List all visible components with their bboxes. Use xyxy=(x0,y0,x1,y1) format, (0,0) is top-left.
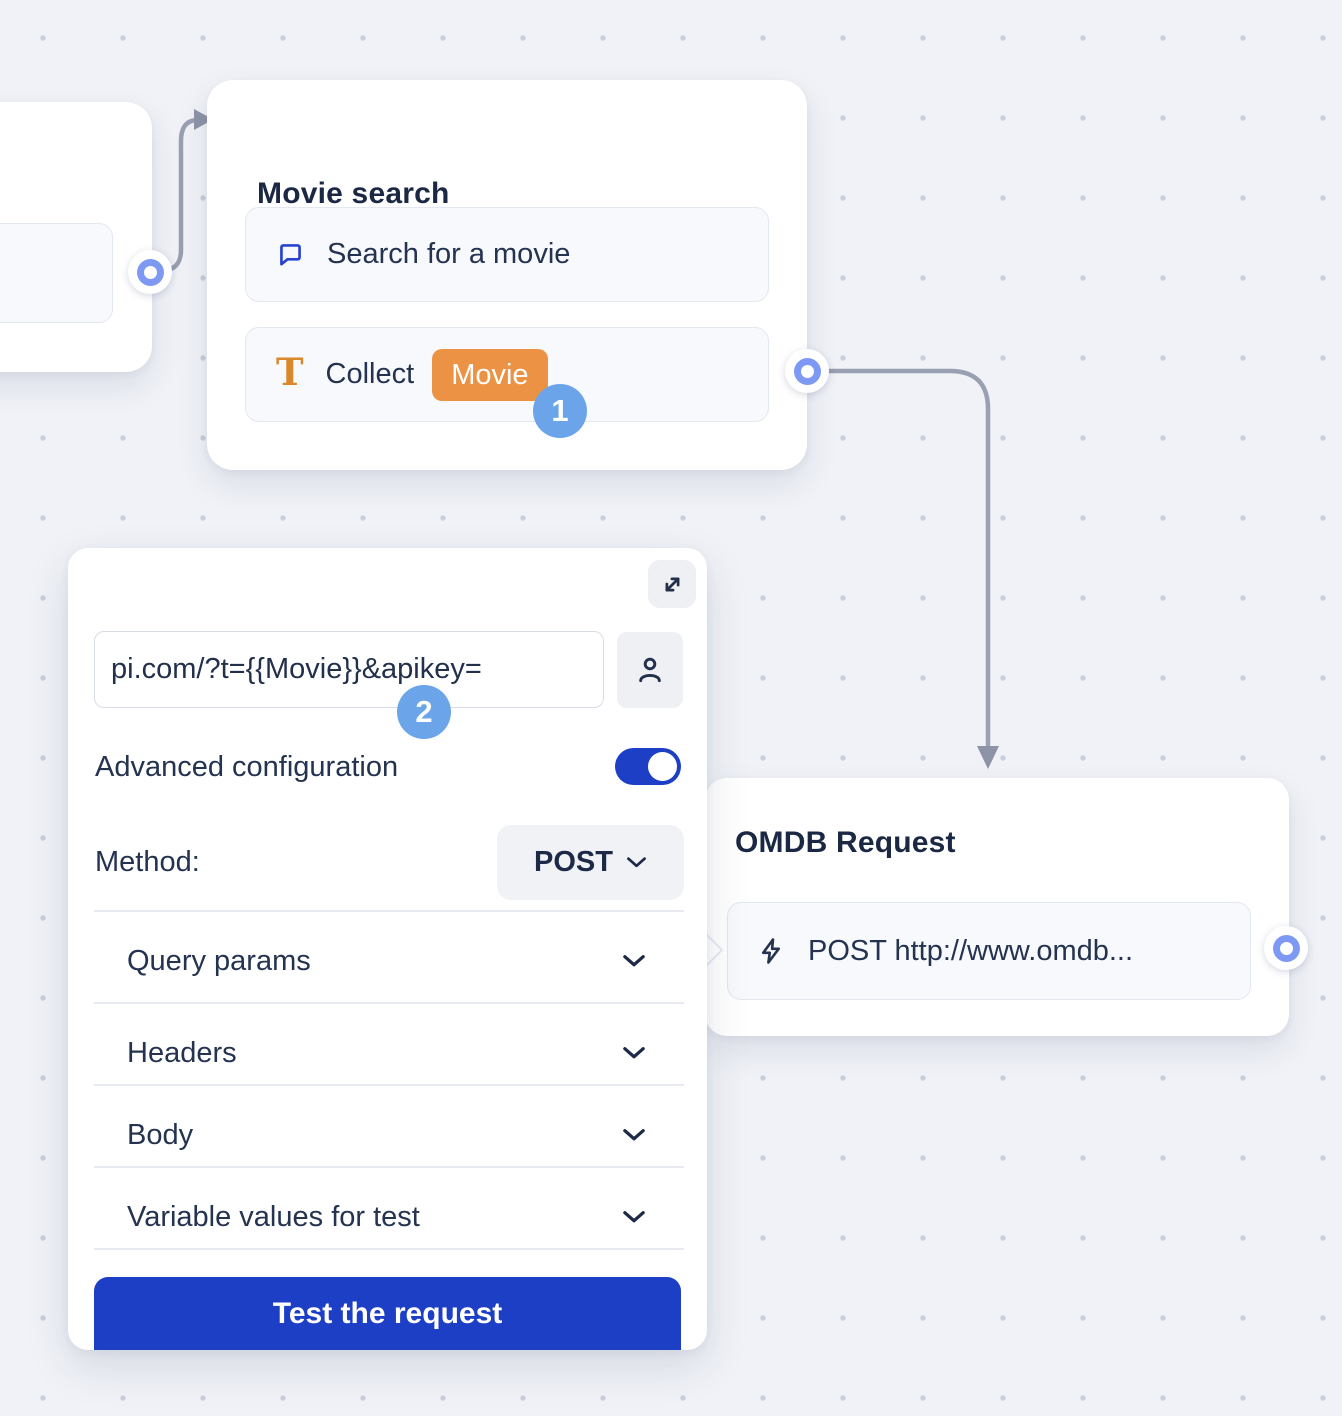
port-ring-icon xyxy=(136,258,164,286)
movie-search-output-port[interactable] xyxy=(785,349,829,393)
section-label: Variable values for test xyxy=(127,1200,420,1233)
movie-search-node[interactable]: Movie search Search for a movie T Collec… xyxy=(207,80,829,470)
chevron-down-icon xyxy=(623,955,645,967)
section-headers[interactable]: Headers xyxy=(94,1012,684,1094)
chevron-down-icon xyxy=(627,857,646,868)
section-label: Headers xyxy=(127,1036,237,1069)
omdb-node-title: OMDB Request xyxy=(735,826,956,859)
previous-node-step[interactable] xyxy=(0,223,113,323)
test-request-button[interactable]: Test the request xyxy=(94,1277,681,1350)
divider xyxy=(94,1248,684,1250)
movie-search-node-title: Movie search xyxy=(257,177,450,210)
person-icon xyxy=(639,657,661,683)
insert-variable-button[interactable] xyxy=(617,632,683,708)
arrowhead-right-icon xyxy=(194,109,213,130)
step-collect-movie[interactable]: T Collect Movie xyxy=(245,327,769,422)
lightning-icon xyxy=(761,938,781,964)
section-body[interactable]: Body xyxy=(94,1094,684,1176)
variable-badge-movie[interactable]: Movie xyxy=(432,348,548,401)
step-label: Collect xyxy=(325,358,415,390)
omdb-output-port[interactable] xyxy=(1264,926,1308,970)
port-ring-icon xyxy=(793,357,821,385)
step-search-for-movie[interactable]: Search for a movie xyxy=(245,207,769,302)
webhook-url-input[interactable] xyxy=(94,631,604,708)
tutorial-step-2-badge: 2 xyxy=(397,685,451,739)
section-label: Body xyxy=(127,1118,194,1151)
method-label: Method: xyxy=(95,846,200,878)
divider xyxy=(94,1002,684,1004)
chevron-down-icon xyxy=(623,1129,645,1141)
section-variable-values[interactable]: Variable values for test xyxy=(94,1176,684,1258)
chat-bubble-icon xyxy=(280,244,301,266)
step-label: POST http://www.omdb... xyxy=(808,934,1134,967)
expand-icon xyxy=(665,577,679,591)
toggle-knob xyxy=(648,752,677,781)
text-input-icon: T xyxy=(276,350,304,394)
method-select[interactable]: POST xyxy=(497,825,684,900)
omdb-input-anchor xyxy=(702,930,724,970)
divider xyxy=(94,1084,684,1086)
divider xyxy=(94,910,684,912)
webhook-config-panel: Advanced configuration Method: POST Quer… xyxy=(68,548,707,1350)
port-ring-icon xyxy=(1272,934,1300,962)
section-label: Query params xyxy=(127,944,311,977)
method-value: POST xyxy=(534,846,613,878)
advanced-configuration-toggle[interactable] xyxy=(615,748,681,785)
chevron-down-icon xyxy=(623,1047,645,1059)
omdb-request-node[interactable]: OMDB Request POST http://www.omdb... xyxy=(705,778,1308,1036)
previous-node-output-port[interactable] xyxy=(128,250,172,294)
tutorial-step-1-badge: 1 xyxy=(533,384,587,438)
expand-panel-button[interactable] xyxy=(648,560,696,608)
step-label: Search for a movie xyxy=(327,238,571,270)
step-omdb-webhook[interactable]: POST http://www.omdb... xyxy=(727,902,1251,1000)
connector-previous-to-movie xyxy=(149,117,201,274)
advanced-configuration-label: Advanced configuration xyxy=(95,751,399,783)
previous-node-card[interactable] xyxy=(0,102,172,372)
chevron-down-icon xyxy=(623,1211,645,1223)
connector-movie-to-omdb xyxy=(817,368,991,751)
arrowhead-down-icon xyxy=(977,746,999,769)
section-query-params[interactable]: Query params xyxy=(94,920,684,1002)
divider xyxy=(94,1166,684,1168)
